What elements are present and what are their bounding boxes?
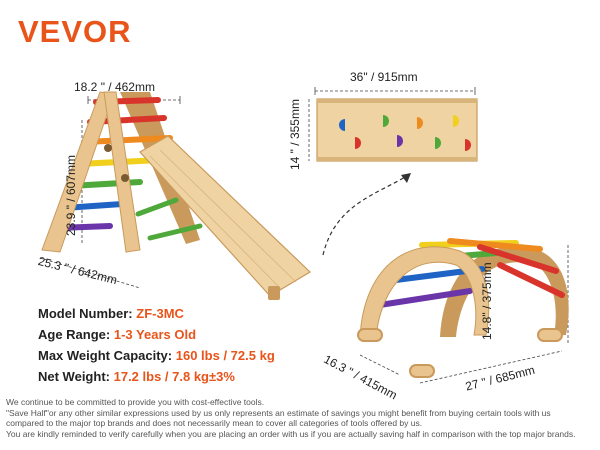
spec-value: 1-3 Years Old: [113, 327, 197, 342]
disclaimer-line: We continue to be committed to provide y…: [6, 397, 265, 407]
brand-logo: VEVOR: [18, 14, 132, 49]
spec-value: ZF-3MC: [136, 306, 184, 321]
spec-model-number: Model Number: ZF-3MC: [38, 306, 184, 321]
disclaimer-line: compared to the major top brands and doe…: [6, 418, 423, 428]
spec-max-weight: Max Weight Capacity: 160 lbs / 72.5 kg: [38, 348, 275, 363]
connection-arrow: [322, 173, 411, 256]
spec-net-weight: Net Weight: 17.2 lbs / 7.8 kg±3%: [38, 369, 235, 384]
spec-value: 160 lbs / 72.5 kg: [175, 348, 275, 363]
spec-label: Model Number:: [38, 306, 133, 321]
spec-value: 17.2 lbs / 7.8 kg±3%: [113, 369, 235, 384]
disclaimer-line: "Save Half"or any other similar expressi…: [6, 407, 551, 418]
triangle-height-label: 23.9 " / 607mm: [64, 155, 78, 236]
spec-age-range: Age Range: 1-3 Years Old: [38, 327, 196, 342]
triangle-ramp-illustration: [39, 91, 311, 300]
board-length-label: 36" / 915mm: [350, 70, 418, 84]
disclaimer-line: You are kindly reminded to verify carefu…: [6, 428, 576, 439]
spec-label: Age Range:: [38, 327, 111, 342]
triangle-width-label: 18.2 " / 462mm: [74, 80, 155, 94]
climbing-board-illustration: [308, 87, 478, 162]
arch-rocker-illustration: [357, 238, 569, 384]
arch-height-label: 14.8" / 375mm: [480, 262, 494, 340]
spec-label: Net Weight:: [38, 369, 110, 384]
spec-label: Max Weight Capacity:: [38, 348, 173, 363]
disclaimer: We continue to be committed to provide y…: [6, 397, 596, 439]
board-width-label: 14 " / 355mm: [288, 99, 302, 170]
